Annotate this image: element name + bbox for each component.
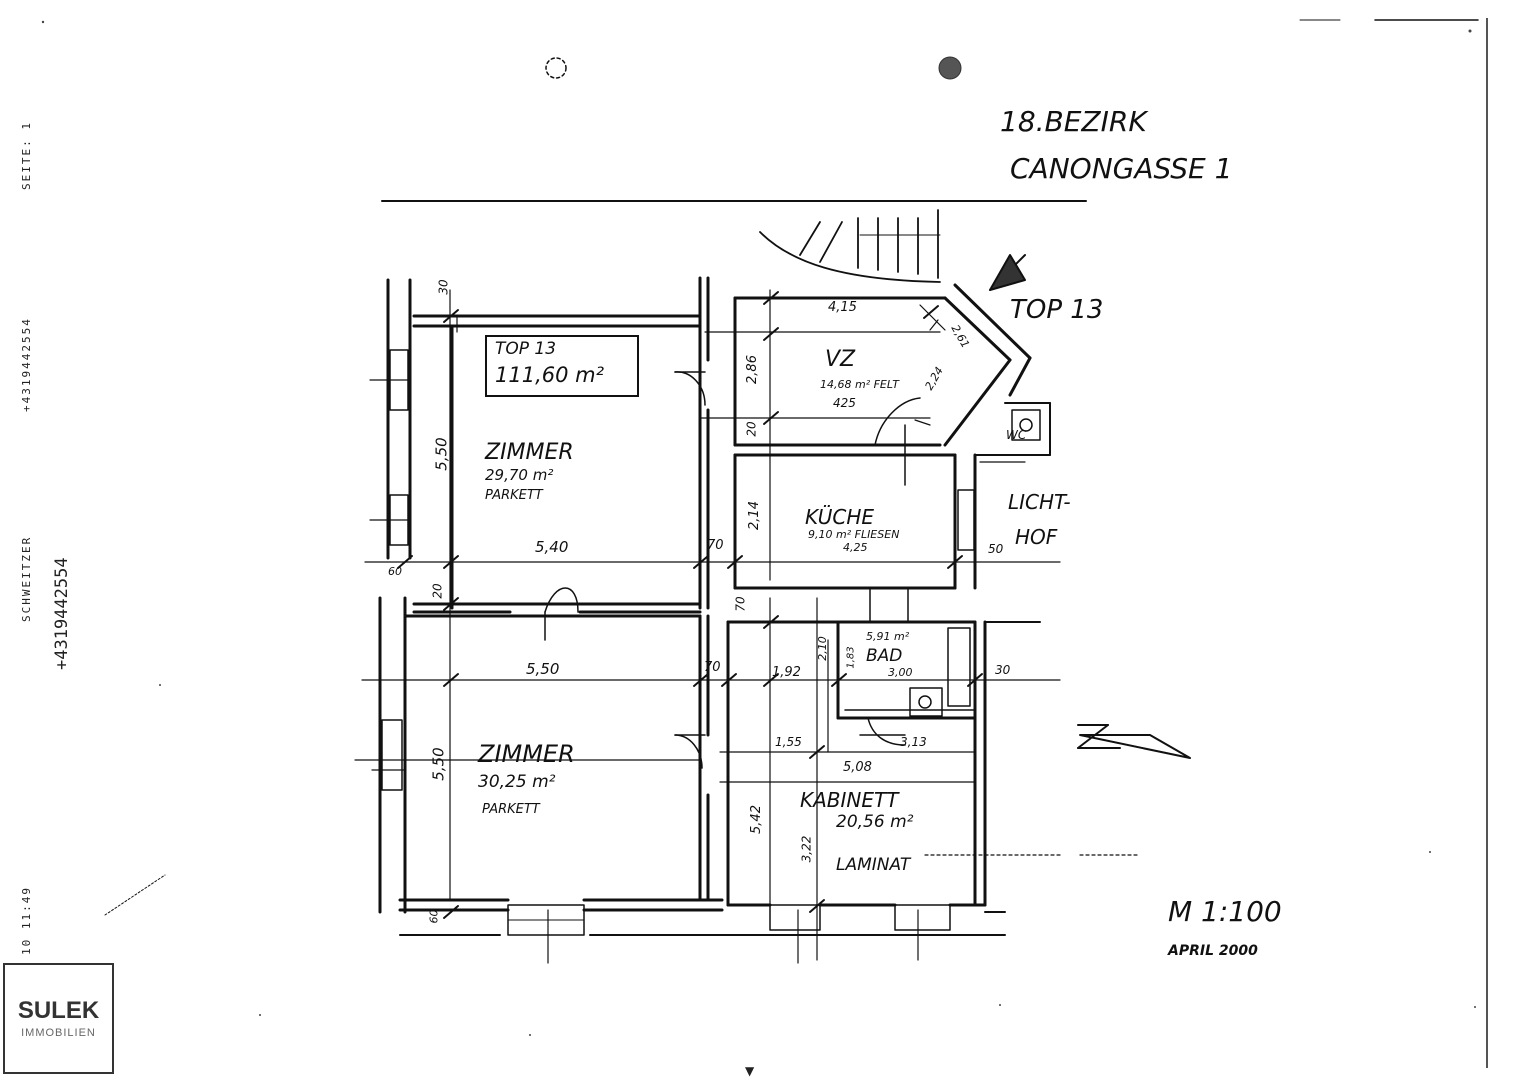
dim-label: 5,50 [429, 747, 448, 781]
dim-label: 60 [388, 565, 402, 578]
apartment-box-title: TOP 13 [495, 339, 557, 359]
dim-label: 20 [430, 583, 445, 599]
dim-label: 2,10 [815, 636, 829, 661]
room-area-kabinett: 20,56 m² [836, 812, 914, 832]
room-name-bad: BAD [866, 646, 903, 666]
room-name-kabinett: KABINETT [800, 788, 899, 812]
dim-label: 30 [436, 279, 451, 295]
sulek-logo: SULEK IMMOBILIEN [3, 963, 114, 1074]
wc-fixture-icon [1011, 409, 1041, 441]
dim-label: 5,50 [432, 437, 451, 471]
room-floor-kabinett: LAMINAT [836, 855, 911, 875]
room-area-zimmer-1: 29,70 m² [485, 466, 554, 484]
dim-label: 1,83 [845, 646, 857, 669]
punch-hole-icon [545, 57, 567, 79]
dim-label: 5,40 [535, 538, 569, 556]
dim-label: 5,50 [526, 660, 560, 678]
dim-label: 60 [427, 909, 441, 924]
room-area-kueche: 9,10 m² FLIESEN [808, 528, 900, 541]
room-extra-vz: 425 [833, 396, 856, 410]
dim-label: 2,86 [744, 355, 760, 384]
scale-label: M 1:100 [1168, 895, 1282, 928]
dim-label: 70 [707, 538, 724, 553]
lichthof-line-1: LICHT- [1008, 490, 1071, 514]
room-extra-kueche: 4,25 [843, 541, 868, 554]
room-name-wc: WC [1006, 428, 1027, 442]
dim-label: 1,55 [775, 735, 802, 749]
dim-label: 30 [995, 663, 1011, 677]
street-label: CANONGASSE 1 [1010, 152, 1233, 185]
date-label: APRIL 2000 [1168, 943, 1258, 959]
apartment-box-area: 111,60 m² [495, 363, 605, 387]
room-name-zimmer-1: ZIMMER [485, 440, 574, 465]
dim-label: 3,13 [900, 735, 927, 749]
room-area-zimmer-2: 30,25 m² [478, 772, 556, 792]
room-floor-zimmer-2: PARKETT [482, 802, 540, 817]
page-edge [1486, 18, 1492, 1068]
room-name-zimmer-2: ZIMMER [478, 740, 575, 768]
district-label: 18.BEZIRK [1000, 105, 1147, 138]
entrance-arrow-icon [989, 254, 1026, 291]
triangle-marker-icon: ▼ [745, 1064, 755, 1078]
dim-label: 5,08 [843, 760, 872, 775]
room-floor-zimmer-1: PARKETT [485, 488, 543, 503]
room-name-vz: VZ [825, 347, 856, 372]
room-area-bad: 5,91 m² [866, 630, 910, 643]
lichthof-line-2: HOF [1015, 525, 1058, 549]
apartment-info-box: TOP 13 111,60 m² [485, 335, 639, 397]
room-name-kueche: KÜCHE [805, 505, 875, 529]
top-label: TOP 13 [1010, 295, 1104, 325]
punch-hole-icon [938, 56, 962, 80]
dim-label: 4,15 [828, 300, 857, 315]
dim-label: 1,92 [772, 665, 801, 680]
dim-label: 70 [704, 660, 721, 675]
room-extra-bad: 3,00 [888, 666, 913, 679]
dim-label: 3,22 [799, 835, 814, 863]
dim-label: 5,42 [748, 805, 764, 834]
dim-label: 2,14 [746, 501, 762, 530]
dim-label: 70 [733, 596, 748, 612]
north-arrow-icon [1077, 724, 1191, 759]
dim-label: 50 [988, 542, 1004, 556]
room-area-vz: 14,68 m² FELT [820, 378, 899, 391]
dim-label: 20 [744, 421, 759, 437]
